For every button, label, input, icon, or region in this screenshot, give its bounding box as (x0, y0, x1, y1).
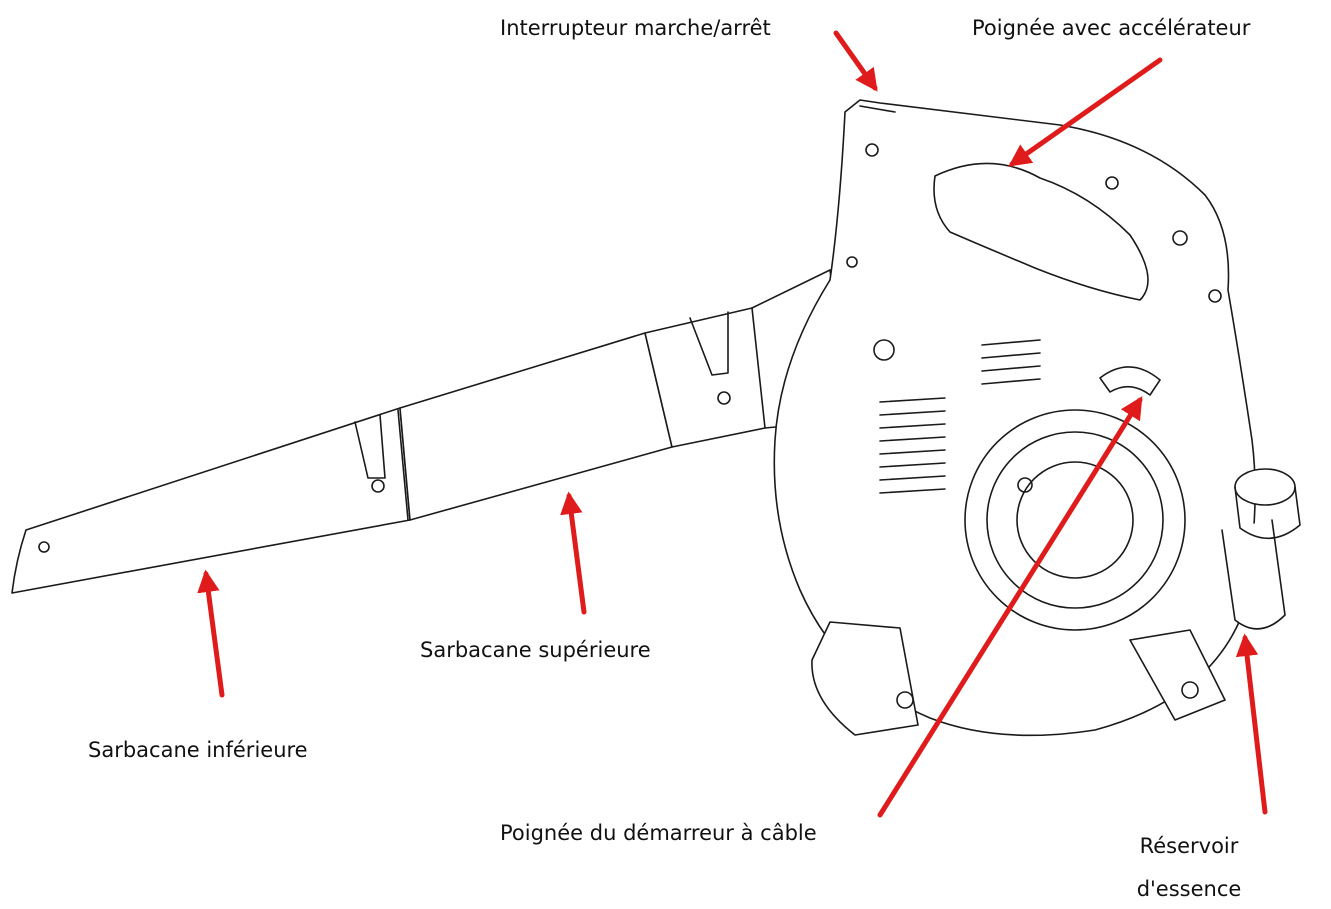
arrow-upper-tube (569, 496, 584, 612)
lower-blow-tube (12, 408, 410, 593)
label-on-off-switch: Interrupteur marche/arrêt (500, 18, 771, 39)
arrow-switch (836, 33, 875, 88)
label-fuel-tank-line2: d'essence (1137, 879, 1242, 900)
arrow-lower-tube (206, 574, 222, 695)
arrow-tank (1245, 638, 1265, 812)
blower-illustration (12, 100, 1300, 735)
label-starter-handle: Poignée du démarreur à câble (500, 823, 817, 844)
label-upper-blow-tube: Sarbacane supérieure (420, 640, 651, 661)
label-lower-blow-tube: Sarbacane inférieure (88, 740, 308, 761)
label-fuel-tank-line1: Réservoir (1140, 836, 1239, 857)
label-throttle-handle: Poignée avec accélérateur (972, 18, 1250, 39)
